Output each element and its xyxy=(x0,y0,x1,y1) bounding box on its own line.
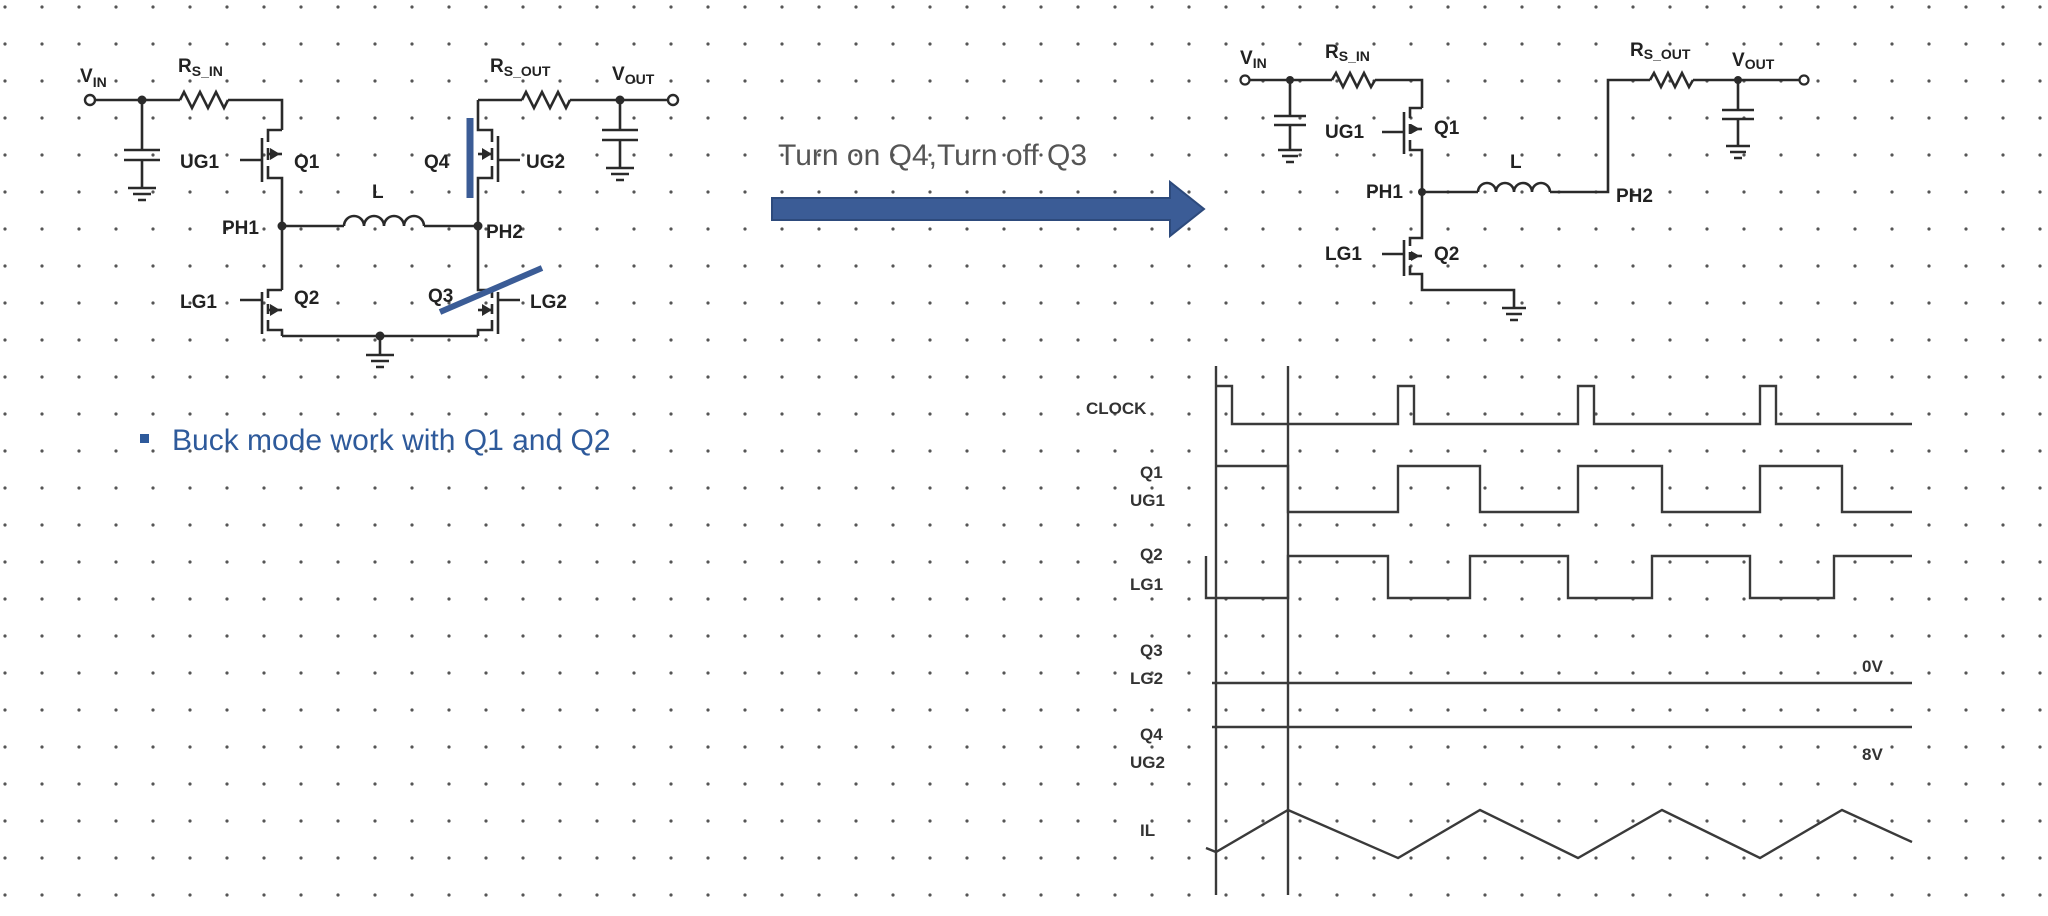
vin-terminal xyxy=(1239,74,1251,86)
inductor-label: L xyxy=(372,182,384,203)
q3-mosfet xyxy=(476,226,520,336)
ph2-label: PH2 xyxy=(486,222,523,243)
inductor-label: L xyxy=(1510,152,1522,173)
vin-terminal xyxy=(83,93,97,107)
inductor-l xyxy=(342,214,426,227)
rs-out-resistor xyxy=(1648,70,1695,90)
bullet-square-icon xyxy=(140,434,149,443)
il-timing-label: IL xyxy=(1140,821,1155,840)
q3-strike-line xyxy=(438,265,544,315)
q1-mosfet xyxy=(1382,106,1424,192)
rs-out-label: RS_OUT xyxy=(490,56,551,79)
rs-in-resistor xyxy=(1330,70,1377,90)
ground-icon xyxy=(606,166,634,182)
ph2-label: PH2 xyxy=(1616,186,1653,207)
q1-mosfet xyxy=(240,128,284,226)
ground-icon xyxy=(128,186,156,202)
ug1-label: UG1 xyxy=(180,152,220,173)
q3-label: Q3 xyxy=(428,286,453,307)
lg1-waveform xyxy=(1204,554,1912,600)
ug2-level-label: 8V xyxy=(1862,745,1883,764)
vin-label: VIN xyxy=(1240,48,1267,71)
lg1-label: LG1 xyxy=(180,292,217,313)
rs-in-label: RS_IN xyxy=(1325,42,1370,64)
vout-terminal xyxy=(1798,74,1810,86)
ph1-label: PH1 xyxy=(1366,182,1403,203)
ground-icon xyxy=(366,353,394,369)
ph1-label: PH1 xyxy=(222,218,259,239)
q4-timing-label: Q4 xyxy=(1140,725,1163,744)
inductor-l xyxy=(1476,181,1552,193)
ug2-timing-label: UG2 xyxy=(1130,753,1165,772)
q2-label: Q2 xyxy=(294,288,319,309)
lg1-timing-label: LG1 xyxy=(1130,575,1163,594)
rs-out-resistor xyxy=(520,89,572,111)
rs-in-resistor xyxy=(178,89,230,111)
lg2-level-label: 0V xyxy=(1862,657,1883,676)
q1-timing-label: Q1 xyxy=(1140,463,1163,482)
lg2-label: LG2 xyxy=(530,292,567,313)
transition-arrow: Turn on Q4,Turn off Q3 xyxy=(771,139,1206,239)
ug2-label: UG2 xyxy=(526,152,565,173)
il-waveform xyxy=(1205,808,1913,860)
clock-label: CLOCK xyxy=(1086,399,1147,418)
vin-label: VIN xyxy=(80,66,107,90)
bullet-text: Buck mode work with Q1 and Q2 xyxy=(172,424,611,457)
q2-mosfet xyxy=(240,288,284,336)
vout-terminal xyxy=(666,93,680,107)
q1-label: Q1 xyxy=(294,152,320,173)
rs-out-label: RS_OUT xyxy=(1630,40,1691,62)
node-dot xyxy=(375,331,385,341)
arrow-label: Turn on Q4,Turn off Q3 xyxy=(778,139,1087,172)
ground-icon xyxy=(1278,148,1302,164)
timing-diagram: CLOCK Q1 UG1 Q2 LG1 Q3 LG2 Q4 UG2 IL 0V … xyxy=(1086,366,1913,895)
rs-in-label: RS_IN xyxy=(178,56,223,79)
right-arrow-icon xyxy=(771,179,1206,239)
clock-waveform xyxy=(1216,384,1912,426)
lg2-timing-label: LG2 xyxy=(1130,669,1163,688)
ug1-waveform xyxy=(1216,464,1912,514)
bullet-point: Buck mode work with Q1 and Q2 xyxy=(140,424,611,457)
vout-label: VOUT xyxy=(1732,50,1775,72)
q2-label: Q2 xyxy=(1434,244,1459,265)
vout-label: VOUT xyxy=(612,64,655,87)
ug1-label: UG1 xyxy=(1325,122,1365,143)
lg1-label: LG1 xyxy=(1325,244,1362,265)
q3-timing-label: Q3 xyxy=(1140,641,1163,660)
q2-timing-label: Q2 xyxy=(1140,545,1163,564)
ground-icon xyxy=(1726,144,1750,160)
q4-mosfet xyxy=(476,100,520,226)
q1-label: Q1 xyxy=(1434,118,1460,139)
right-circuit: VIN RS_IN RS_OUT VOUT UG1 Q1 L PH1 PH2 L… xyxy=(1239,40,1810,322)
left-circuit: VIN RS_IN RS_OUT VOUT UG1 Q1 Q4 UG2 PH1 … xyxy=(80,56,680,369)
q2-mosfet xyxy=(1382,192,1526,322)
q4-label: Q4 xyxy=(424,152,450,173)
ug1-timing-label: UG1 xyxy=(1130,491,1165,510)
ground-icon xyxy=(1502,306,1526,322)
